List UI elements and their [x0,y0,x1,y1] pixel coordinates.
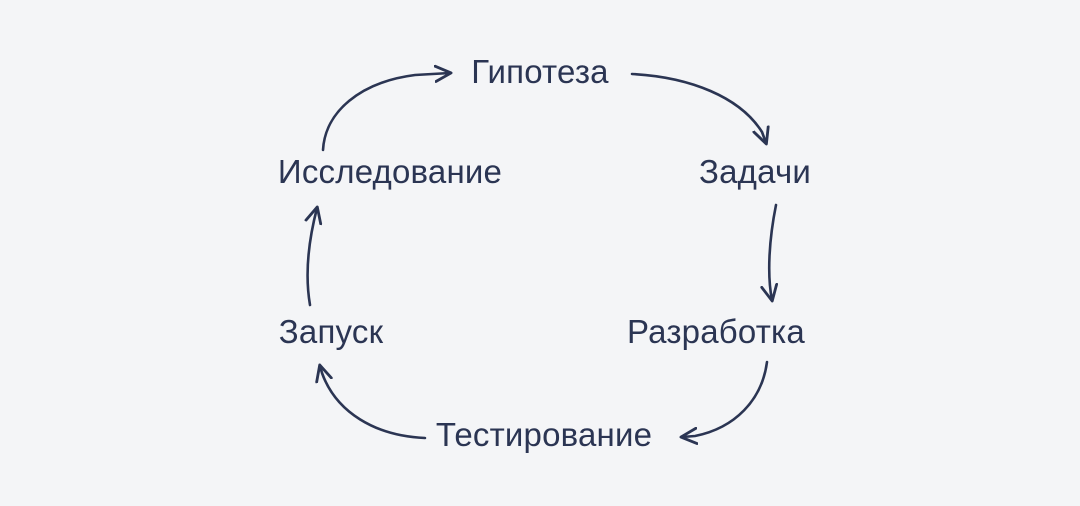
edge-hypothesis-to-tasks [630,72,766,143]
edge-launch-to-research [308,208,317,307]
edge-development-to-testing [682,360,769,437]
node-label-research: Исследование [277,153,503,190]
node-label-launch: Запуск [278,313,384,350]
edge-tasks-to-development [769,203,776,300]
node-label-development: Разработка [627,313,805,350]
edge-research-to-hypothesis [321,73,450,152]
node-label-tasks: Задачи [699,153,811,190]
edge-testing-to-launch [320,366,427,440]
node-label-hypothesis: Гипотеза [471,53,609,90]
node-label-testing: Тестирование [435,416,653,453]
